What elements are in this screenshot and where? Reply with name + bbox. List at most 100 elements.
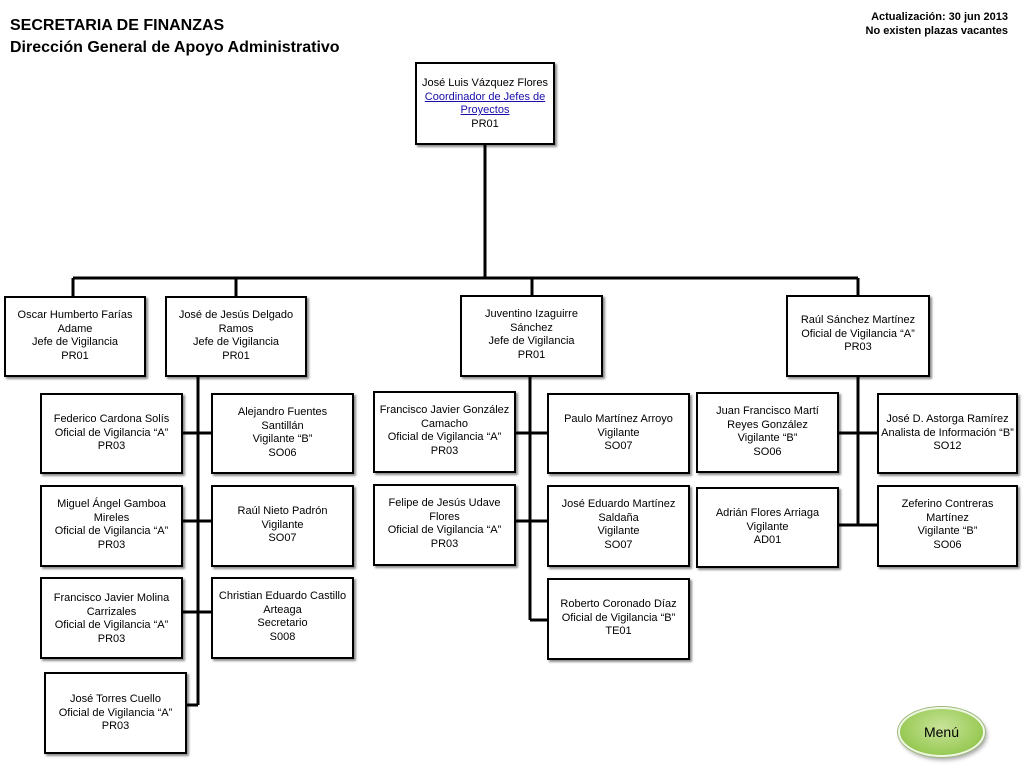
node-line: AD01 xyxy=(753,534,782,546)
node-line: SO06 xyxy=(268,446,297,459)
node-line: Juventino Izaguirre xyxy=(485,308,578,320)
org-subtitle: Dirección General de Apoyo Administrativ… xyxy=(10,39,340,56)
node-zeferino: Zeferino Contreras Martínez Vigilante “B… xyxy=(877,485,1018,567)
node-code: PR01 xyxy=(471,117,499,130)
node-oscar: Oscar Humberto Farías Adame Jefe de Vigi… xyxy=(4,296,146,377)
node-line: Saldaña xyxy=(598,511,639,524)
node-raul-nieto: Raúl Nieto Padrón Vigilante SO07 xyxy=(211,485,354,567)
node-line: Oficial de Vigilancia “A” xyxy=(54,426,169,439)
node-jose-torres: José Torres Cuello Oficial de Vigilancia… xyxy=(44,672,187,754)
node-line: Felipe de Jesús Udave xyxy=(388,497,501,509)
node-line: Adrián Flores Arriaga xyxy=(715,507,820,519)
node-line: Zeferino Contreras xyxy=(901,498,994,510)
node-felipe: Felipe de Jesús Udave Flores Oficial de … xyxy=(373,484,516,566)
node-line: Jefe de Vigilancia xyxy=(31,336,119,348)
node-line: PR01 xyxy=(517,348,546,361)
node-line: Oficial de Vigilancia “A” xyxy=(54,525,169,537)
node-line: Oficial de Vigilancia “B” xyxy=(561,611,676,624)
node-line: Camacho xyxy=(420,417,469,430)
node-line: José Eduardo Martínez xyxy=(561,498,676,510)
node-alejandro: Alejandro Fuentes Santillán Vigilante “B… xyxy=(211,393,354,474)
node-line: Alejandro Fuentes xyxy=(237,406,328,418)
node-juventino: Juventino Izaguirre Sánchez Jefe de Vigi… xyxy=(460,295,603,377)
node-top-coordinator: José Luis Vázquez Flores Coordinador de … xyxy=(415,62,555,145)
node-line: Paulo Martínez Arroyo xyxy=(564,413,673,425)
node-line: Vigilante xyxy=(261,518,304,531)
node-line: Oscar Humberto Farías xyxy=(17,309,133,321)
node-line: PR01 xyxy=(61,349,89,362)
node-paulo: Paulo Martínez Arroyo Vigilante SO07 xyxy=(547,393,690,474)
node-francisco-molina: Francisco Javier Molina Carrizales Ofici… xyxy=(40,577,183,659)
node-line: SO06 xyxy=(933,538,962,551)
coordinator-role-link[interactable]: Coordinador de Jefes de Proyectos xyxy=(424,90,546,117)
node-adrian: Adrián Flores Arriaga Vigilante AD01 xyxy=(696,487,839,568)
node-christian: Christian Eduardo Castillo Arteaga Secre… xyxy=(211,577,354,659)
node-line: S008 xyxy=(269,630,296,643)
node-line: Raúl Sánchez Martínez xyxy=(800,314,916,326)
node-line: Sánchez xyxy=(510,321,553,334)
node-line: Christian Eduardo Castillo xyxy=(218,590,347,602)
node-line: PR03 xyxy=(97,538,126,551)
node-line: José de Jesús Delgado xyxy=(178,309,294,321)
node-line: Juan Francisco Martí xyxy=(716,405,819,417)
node-line: Raúl Nieto Padrón xyxy=(237,505,328,517)
node-line: Oficial de Vigilancia “A” xyxy=(387,431,502,443)
node-line: SO07 xyxy=(604,440,633,452)
node-line: Martínez xyxy=(926,511,969,524)
node-roberto: Roberto Coronado Díaz Oficial de Vigilan… xyxy=(547,578,690,660)
node-jose-astorga: José D. Astorga Ramírez Analista de Info… xyxy=(877,393,1018,474)
node-line: Jefe de Vigilancia xyxy=(488,335,575,347)
node-line: SO07 xyxy=(604,538,633,551)
node-federico: Federico Cardona Solís Oficial de Vigila… xyxy=(40,393,183,474)
node-line: PR03 xyxy=(430,444,459,457)
node-juan-francisco: Juan Francisco Martí Reyes González Vigi… xyxy=(696,392,839,473)
node-line: Flores xyxy=(429,510,460,523)
node-line: Oficial de Vigilancia “A” xyxy=(387,524,502,536)
node-line: Roberto Coronado Díaz xyxy=(560,598,677,610)
node-name: José Luis Vázquez Flores xyxy=(422,77,548,89)
node-line: José Torres Cuello xyxy=(70,693,161,705)
node-line: Analista de Información “B” xyxy=(881,426,1014,439)
node-line: PR03 xyxy=(97,440,126,452)
node-jose-eduardo: José Eduardo Martínez Saldaña Vigilante … xyxy=(547,485,690,567)
node-line: Miguel Ángel Gamboa xyxy=(57,498,166,510)
node-line: PR01 xyxy=(222,349,250,362)
node-line: Vigilante “B” xyxy=(737,432,798,444)
node-line: Ramos xyxy=(218,322,254,335)
org-title: SECRETARIA DE FINANZAS xyxy=(10,17,225,34)
node-francisco-gonzalez: Francisco Javier González Camacho Oficia… xyxy=(373,391,516,473)
node-delgado: José de Jesús Delgado Ramos Jefe de Vigi… xyxy=(165,296,307,377)
node-line: Mireles xyxy=(93,511,130,524)
node-line: Oficial de Vigilancia “A” xyxy=(801,327,915,340)
node-line: Francisco Javier Molina xyxy=(53,592,170,604)
node-line: PR03 xyxy=(101,720,130,732)
node-line: Reyes González xyxy=(727,418,808,431)
node-line: Francisco Javier González xyxy=(379,404,510,416)
node-line: Vigilante xyxy=(597,426,640,439)
node-line: Oficial de Vigilancia “A” xyxy=(54,619,169,631)
node-line: Santillán xyxy=(261,419,304,432)
node-line: SO12 xyxy=(933,440,962,452)
node-line: TE01 xyxy=(605,625,632,637)
node-line: PR03 xyxy=(97,632,126,645)
node-miguel: Miguel Ángel Gamboa Mireles Oficial de V… xyxy=(40,485,183,567)
menu-button[interactable]: Menú xyxy=(898,707,985,757)
node-line: Adame xyxy=(57,322,93,335)
node-line: Federico Cardona Solís xyxy=(53,413,170,425)
node-line: Secretario xyxy=(257,617,308,629)
node-line: PR03 xyxy=(430,537,459,550)
node-line: Arteaga xyxy=(263,603,302,616)
node-line: Vigilante “B” xyxy=(917,525,978,537)
node-line: Oficial de Vigilancia “A” xyxy=(58,706,173,719)
node-line: José D. Astorga Ramírez xyxy=(886,413,1009,425)
node-line: Vigilante xyxy=(597,525,640,537)
node-line: SO07 xyxy=(268,532,297,544)
update-date: Actualización: 30 jun 2013 xyxy=(871,11,1008,23)
node-line: Carrizales xyxy=(86,605,137,618)
node-line: SO06 xyxy=(753,445,782,458)
node-raul-sanchez: Raúl Sánchez Martínez Oficial de Vigilan… xyxy=(786,295,930,377)
node-line: Vigilante “B” xyxy=(252,433,313,445)
node-line: PR03 xyxy=(844,341,872,353)
node-line: Vigilante xyxy=(746,520,789,533)
